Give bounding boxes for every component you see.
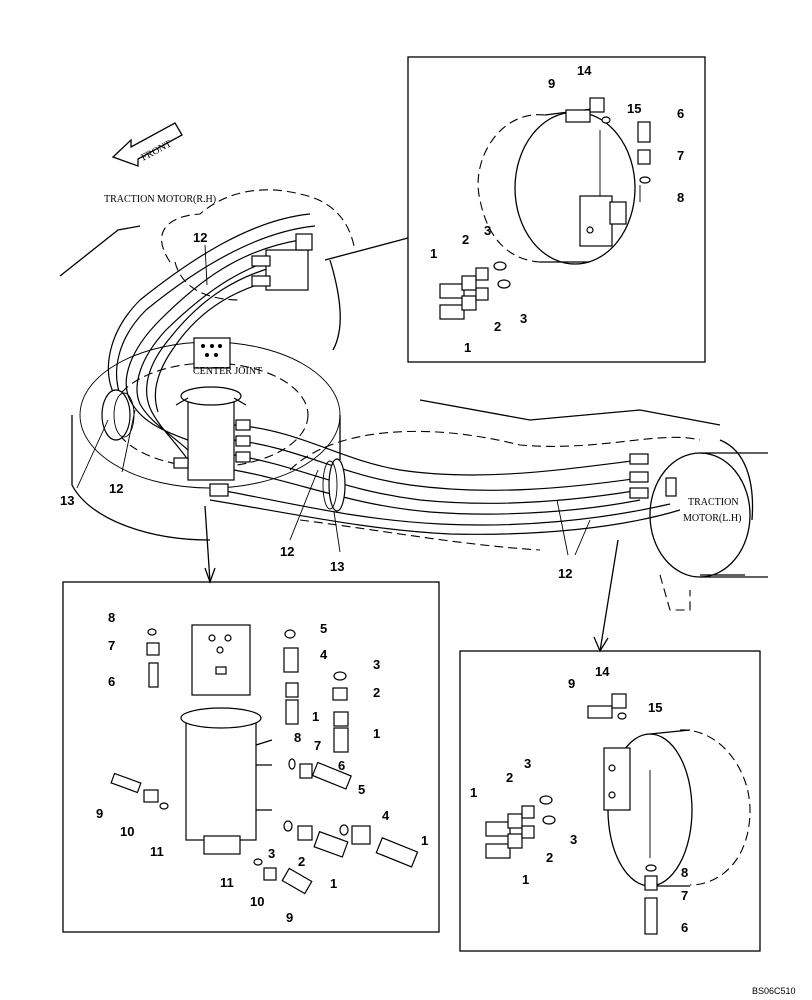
callout-8: 8 bbox=[681, 865, 688, 880]
grommet-clamp bbox=[101, 389, 346, 512]
callout-5: 5 bbox=[358, 782, 365, 797]
callout-12: 12 bbox=[109, 481, 123, 496]
callout-8: 8 bbox=[294, 730, 301, 745]
callout-12: 12 bbox=[193, 230, 207, 245]
callout-7: 7 bbox=[314, 738, 321, 753]
traction-motor-lh-label: TRACTION bbox=[688, 497, 739, 508]
callout-4: 4 bbox=[320, 647, 328, 662]
callout-10: 10 bbox=[250, 894, 264, 909]
drawing-code: BS06C510 bbox=[752, 986, 796, 996]
callout-2: 2 bbox=[494, 319, 501, 334]
center-joint-label: CENTER JOINT bbox=[193, 366, 262, 377]
lh-motor-detail: 14 9 15 3 2 1 3 2 1 8 7 6 bbox=[470, 664, 751, 935]
callout-9: 9 bbox=[286, 910, 293, 925]
callout-6: 6 bbox=[108, 674, 115, 689]
callout-9: 9 bbox=[568, 676, 575, 691]
callout-10: 10 bbox=[120, 824, 134, 839]
hose-bundle-lh bbox=[173, 419, 681, 535]
callout-15: 15 bbox=[627, 101, 641, 116]
callout-12: 12 bbox=[558, 566, 572, 581]
callout-4: 4 bbox=[382, 808, 390, 823]
callout-1: 1 bbox=[522, 872, 529, 887]
callout-14: 14 bbox=[577, 63, 592, 78]
callout-3: 3 bbox=[373, 657, 380, 672]
callout-1: 1 bbox=[421, 833, 428, 848]
detail-box-rh-motor bbox=[407, 56, 706, 363]
callout-14: 14 bbox=[595, 664, 610, 679]
callout-7: 7 bbox=[681, 888, 688, 903]
callout-2: 2 bbox=[373, 685, 380, 700]
callout-1: 1 bbox=[464, 340, 471, 355]
callout-12: 12 bbox=[280, 544, 294, 559]
callout-6: 6 bbox=[338, 758, 345, 773]
callout-3: 3 bbox=[570, 832, 577, 847]
callout-11: 11 bbox=[220, 875, 234, 890]
center-joint-body bbox=[175, 337, 247, 481]
callout-2: 2 bbox=[506, 770, 513, 785]
undercarriage-outline bbox=[59, 189, 754, 611]
callout-2: 2 bbox=[546, 850, 553, 865]
center-joint-detail: 8 7 6 5 4 3 2 1 1 8 7 6 5 4 1 9 10 11 3 … bbox=[96, 610, 428, 925]
callout-2: 2 bbox=[462, 232, 469, 247]
hose-bundle-rh bbox=[107, 213, 316, 461]
rh-motor-detail: 9 14 15 6 7 8 1 2 3 3 2 1 bbox=[430, 63, 684, 355]
callout-3: 3 bbox=[268, 846, 275, 861]
callout-3: 3 bbox=[520, 311, 527, 326]
callout-3: 3 bbox=[484, 223, 491, 238]
callout-9: 9 bbox=[96, 806, 103, 821]
callout-1: 1 bbox=[373, 726, 380, 741]
callout-1: 1 bbox=[330, 876, 337, 891]
callout-8: 8 bbox=[677, 190, 684, 205]
callout-5: 5 bbox=[320, 621, 327, 636]
callout-3: 3 bbox=[524, 756, 531, 771]
callout-13: 13 bbox=[60, 493, 74, 508]
callout-1: 1 bbox=[470, 785, 477, 800]
callout-8: 8 bbox=[108, 610, 115, 625]
traction-motor-lh-label: MOTOR(L.H) bbox=[683, 513, 741, 524]
main-callouts: 12 12 12 12 13 13 bbox=[60, 230, 591, 581]
callout-2: 2 bbox=[298, 854, 305, 869]
callout-15: 15 bbox=[648, 700, 662, 715]
callout-9: 9 bbox=[548, 76, 555, 91]
callout-1: 1 bbox=[312, 709, 319, 724]
traction-motor-lh-drum bbox=[649, 452, 768, 578]
callout-6: 6 bbox=[677, 106, 684, 121]
callout-11: 11 bbox=[150, 844, 164, 859]
detail-box-lh-motor bbox=[459, 650, 761, 952]
callout-7: 7 bbox=[108, 638, 115, 653]
callout-13: 13 bbox=[330, 559, 344, 574]
callout-6: 6 bbox=[681, 920, 688, 935]
front-arrow-icon: FRONT bbox=[111, 122, 183, 167]
callout-7: 7 bbox=[677, 148, 684, 163]
callout-1: 1 bbox=[430, 246, 437, 261]
detail-box-center-joint bbox=[62, 581, 440, 933]
front-label: FRONT bbox=[139, 138, 173, 163]
traction-motor-rh-label: TRACTION MOTOR(R.H) bbox=[104, 194, 216, 205]
